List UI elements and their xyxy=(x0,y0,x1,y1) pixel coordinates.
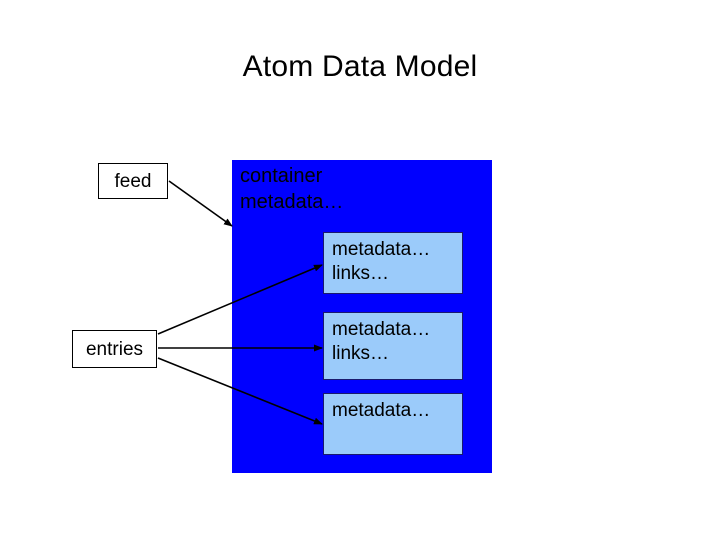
feed-label-box: feed xyxy=(98,163,168,199)
entry-box-1: metadata… links… xyxy=(323,232,463,294)
arrow-feed-to-container xyxy=(168,180,233,227)
page-title: Atom Data Model xyxy=(242,50,478,83)
container-label: container metadata… xyxy=(240,165,344,213)
entry-box-2: metadata… links… xyxy=(323,312,463,380)
entries-label-box: entries xyxy=(72,330,157,368)
entry-box-3: metadata… xyxy=(323,393,463,455)
